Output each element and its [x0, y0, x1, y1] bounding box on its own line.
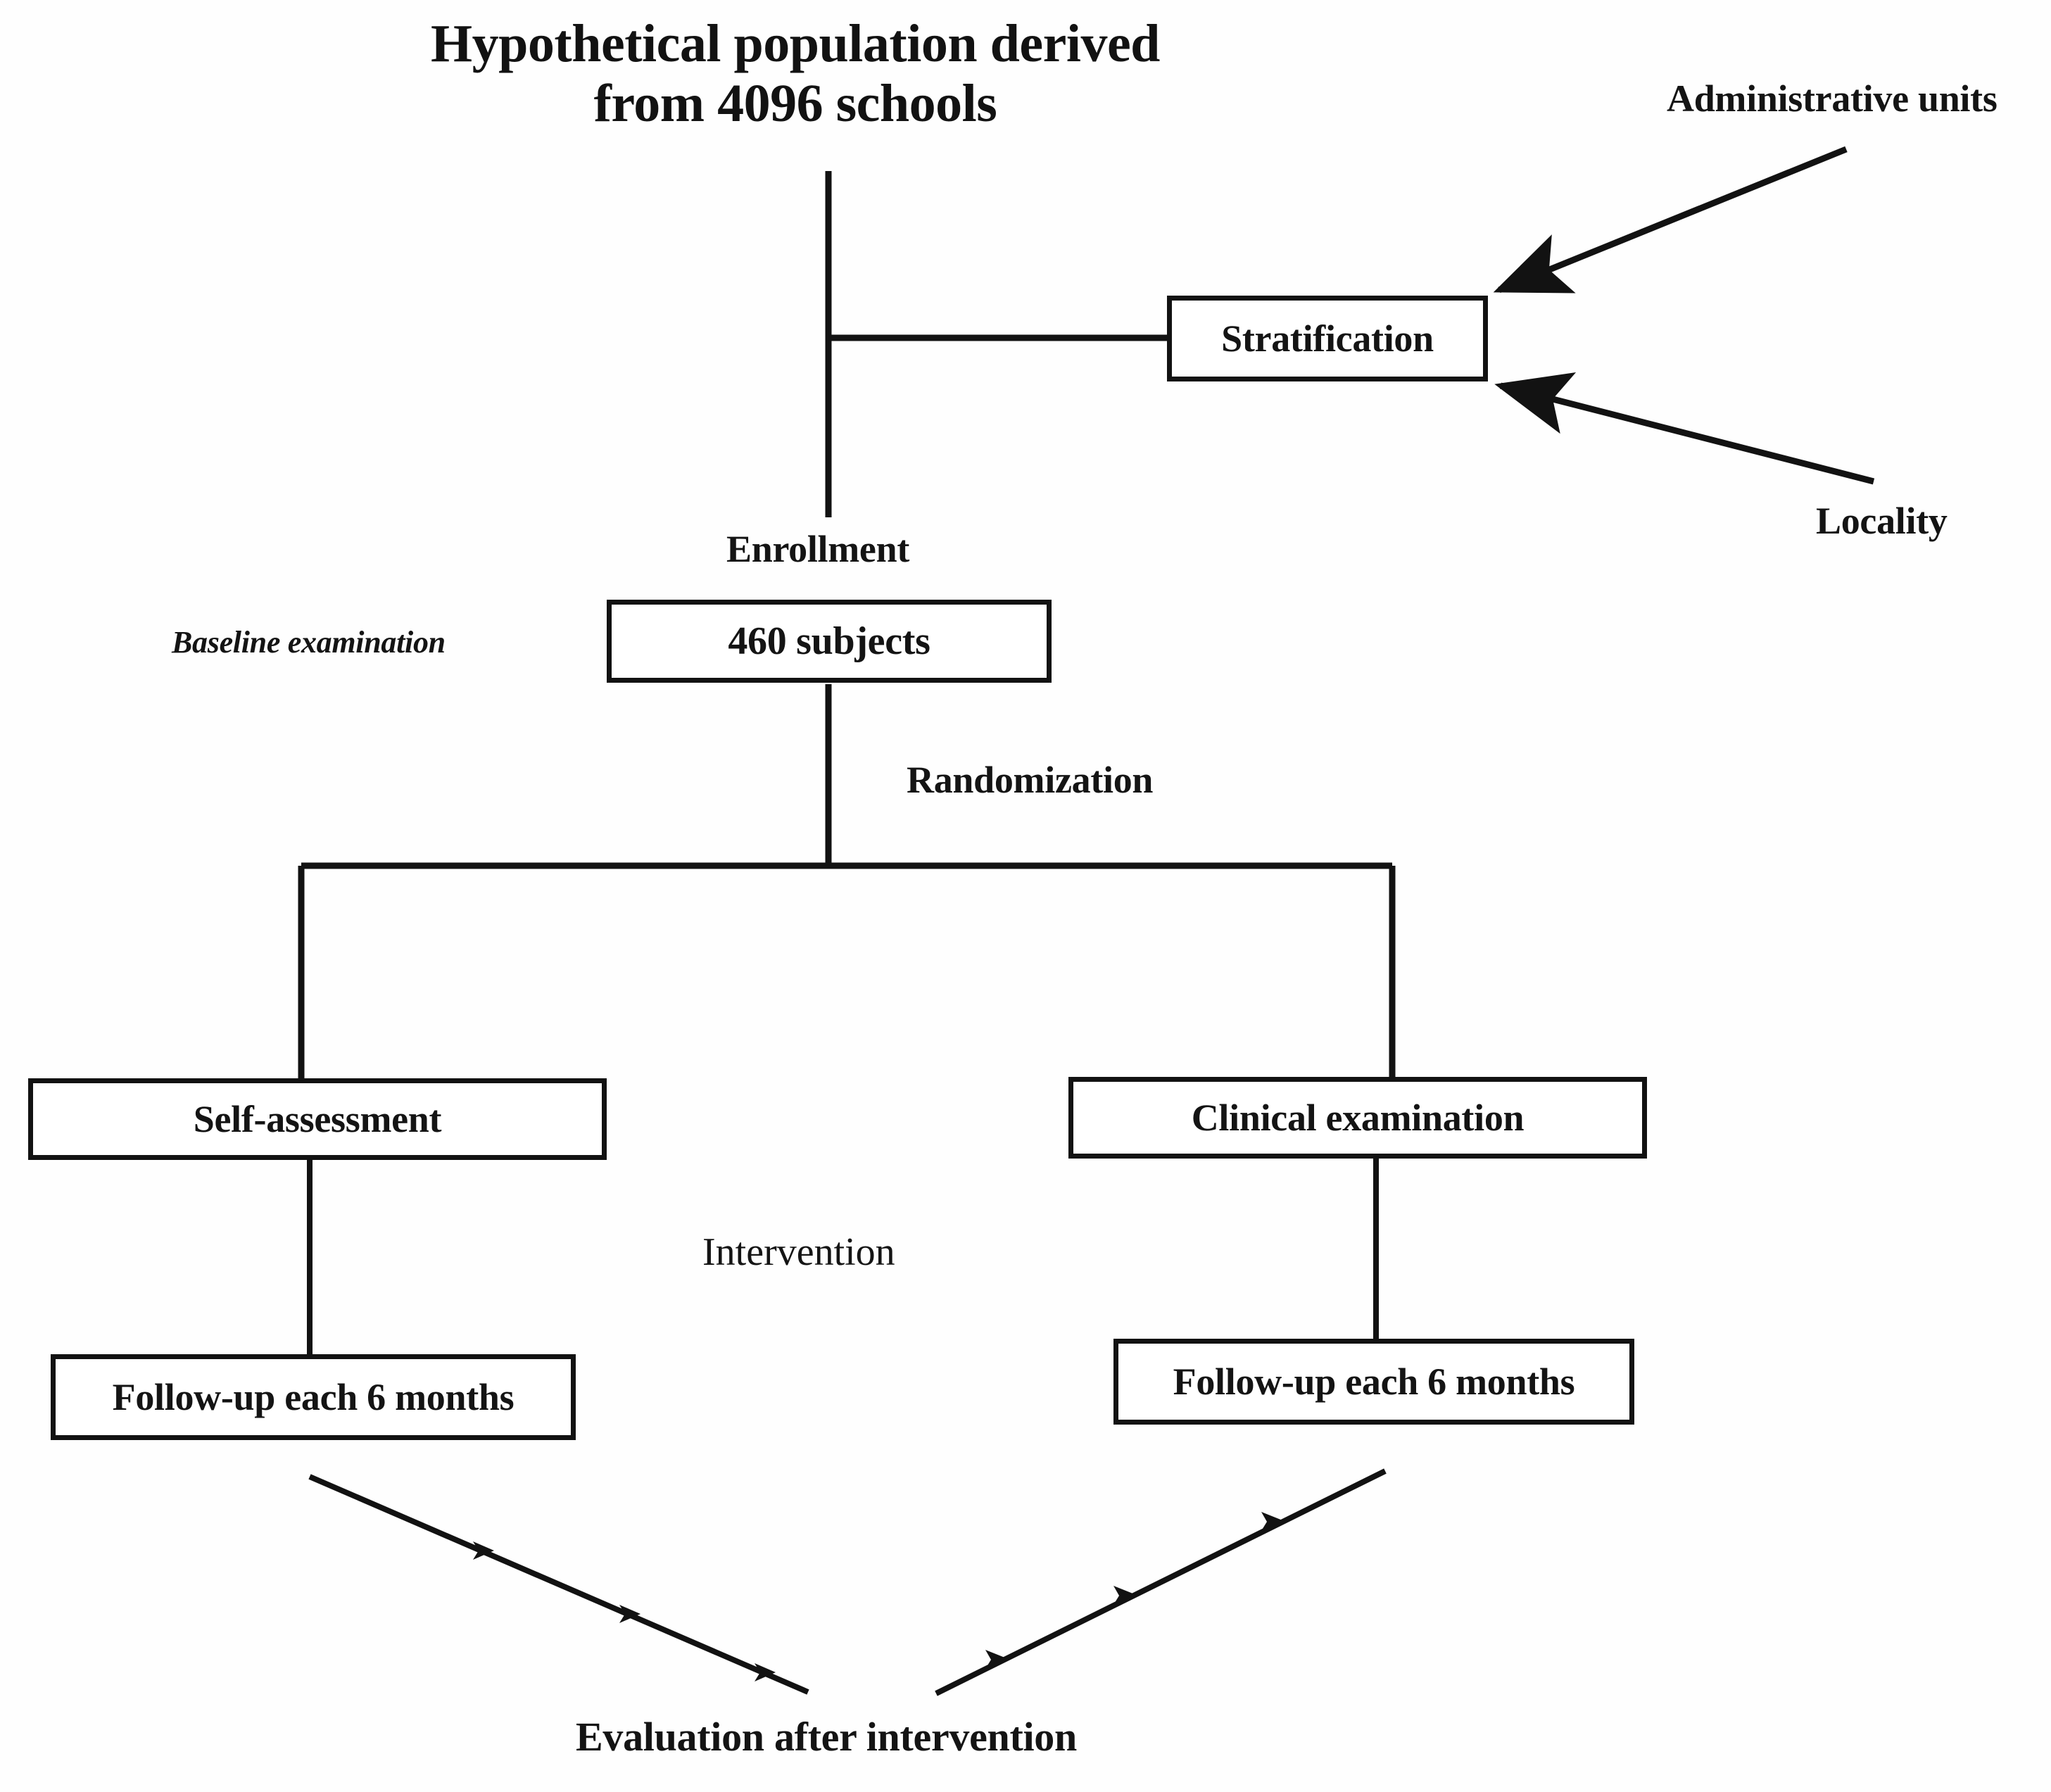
- label-randomization: Randomization: [907, 759, 1154, 801]
- node-460-subjects[interactable]: 460 subjects: [607, 600, 1052, 683]
- arrow-followup-right-to-evaluation: [935, 1468, 1387, 1696]
- arrow-tick-left-1: [473, 1541, 494, 1560]
- arrow-tick-right-1: [1261, 1512, 1282, 1531]
- figure-title-line-2: from 4096 schools: [593, 74, 997, 134]
- arrow-locality: [1494, 372, 1875, 485]
- arrow-tick-right-3: [985, 1650, 1006, 1669]
- node-stratification-label: Stratification: [1221, 317, 1434, 360]
- node-followup-right-label: Follow-up each 6 months: [1173, 1361, 1575, 1403]
- label-enrollment: Enrollment: [726, 528, 910, 570]
- arrow-administrative-units: [1493, 146, 1848, 294]
- arrow-tick-left-2: [619, 1605, 640, 1623]
- arrow-tick-right-2: [1113, 1586, 1135, 1605]
- arrow-followup-left-to-evaluation: [308, 1474, 809, 1695]
- figure-title-line-1: Hypothetical population derived: [431, 14, 1160, 73]
- node-self-assessment-label: Self-assessment: [193, 1098, 442, 1140]
- node-followup-left[interactable]: Follow-up each 6 months: [51, 1354, 576, 1440]
- label-administrative-units: Administrative units: [1667, 77, 1998, 120]
- label-baseline-examination: Baseline examination: [172, 625, 446, 660]
- node-clinical-examination[interactable]: Clinical examination: [1068, 1077, 1647, 1159]
- label-locality: Locality: [1816, 500, 1948, 542]
- figure-title: Hypothetical population derived from 409…: [0, 14, 1591, 134]
- node-followup-left-label: Follow-up each 6 months: [112, 1376, 515, 1418]
- arrow-tick-left-3: [755, 1663, 776, 1681]
- node-self-assessment[interactable]: Self-assessment: [28, 1078, 607, 1160]
- label-evaluation-after-intervention: Evaluation after intervention: [576, 1714, 1077, 1760]
- label-intervention: Intervention: [702, 1230, 895, 1274]
- node-followup-right[interactable]: Follow-up each 6 months: [1113, 1339, 1634, 1425]
- node-stratification[interactable]: Stratification: [1167, 296, 1488, 381]
- node-460-subjects-label: 460 subjects: [728, 619, 930, 663]
- node-clinical-examination-label: Clinical examination: [1191, 1097, 1525, 1139]
